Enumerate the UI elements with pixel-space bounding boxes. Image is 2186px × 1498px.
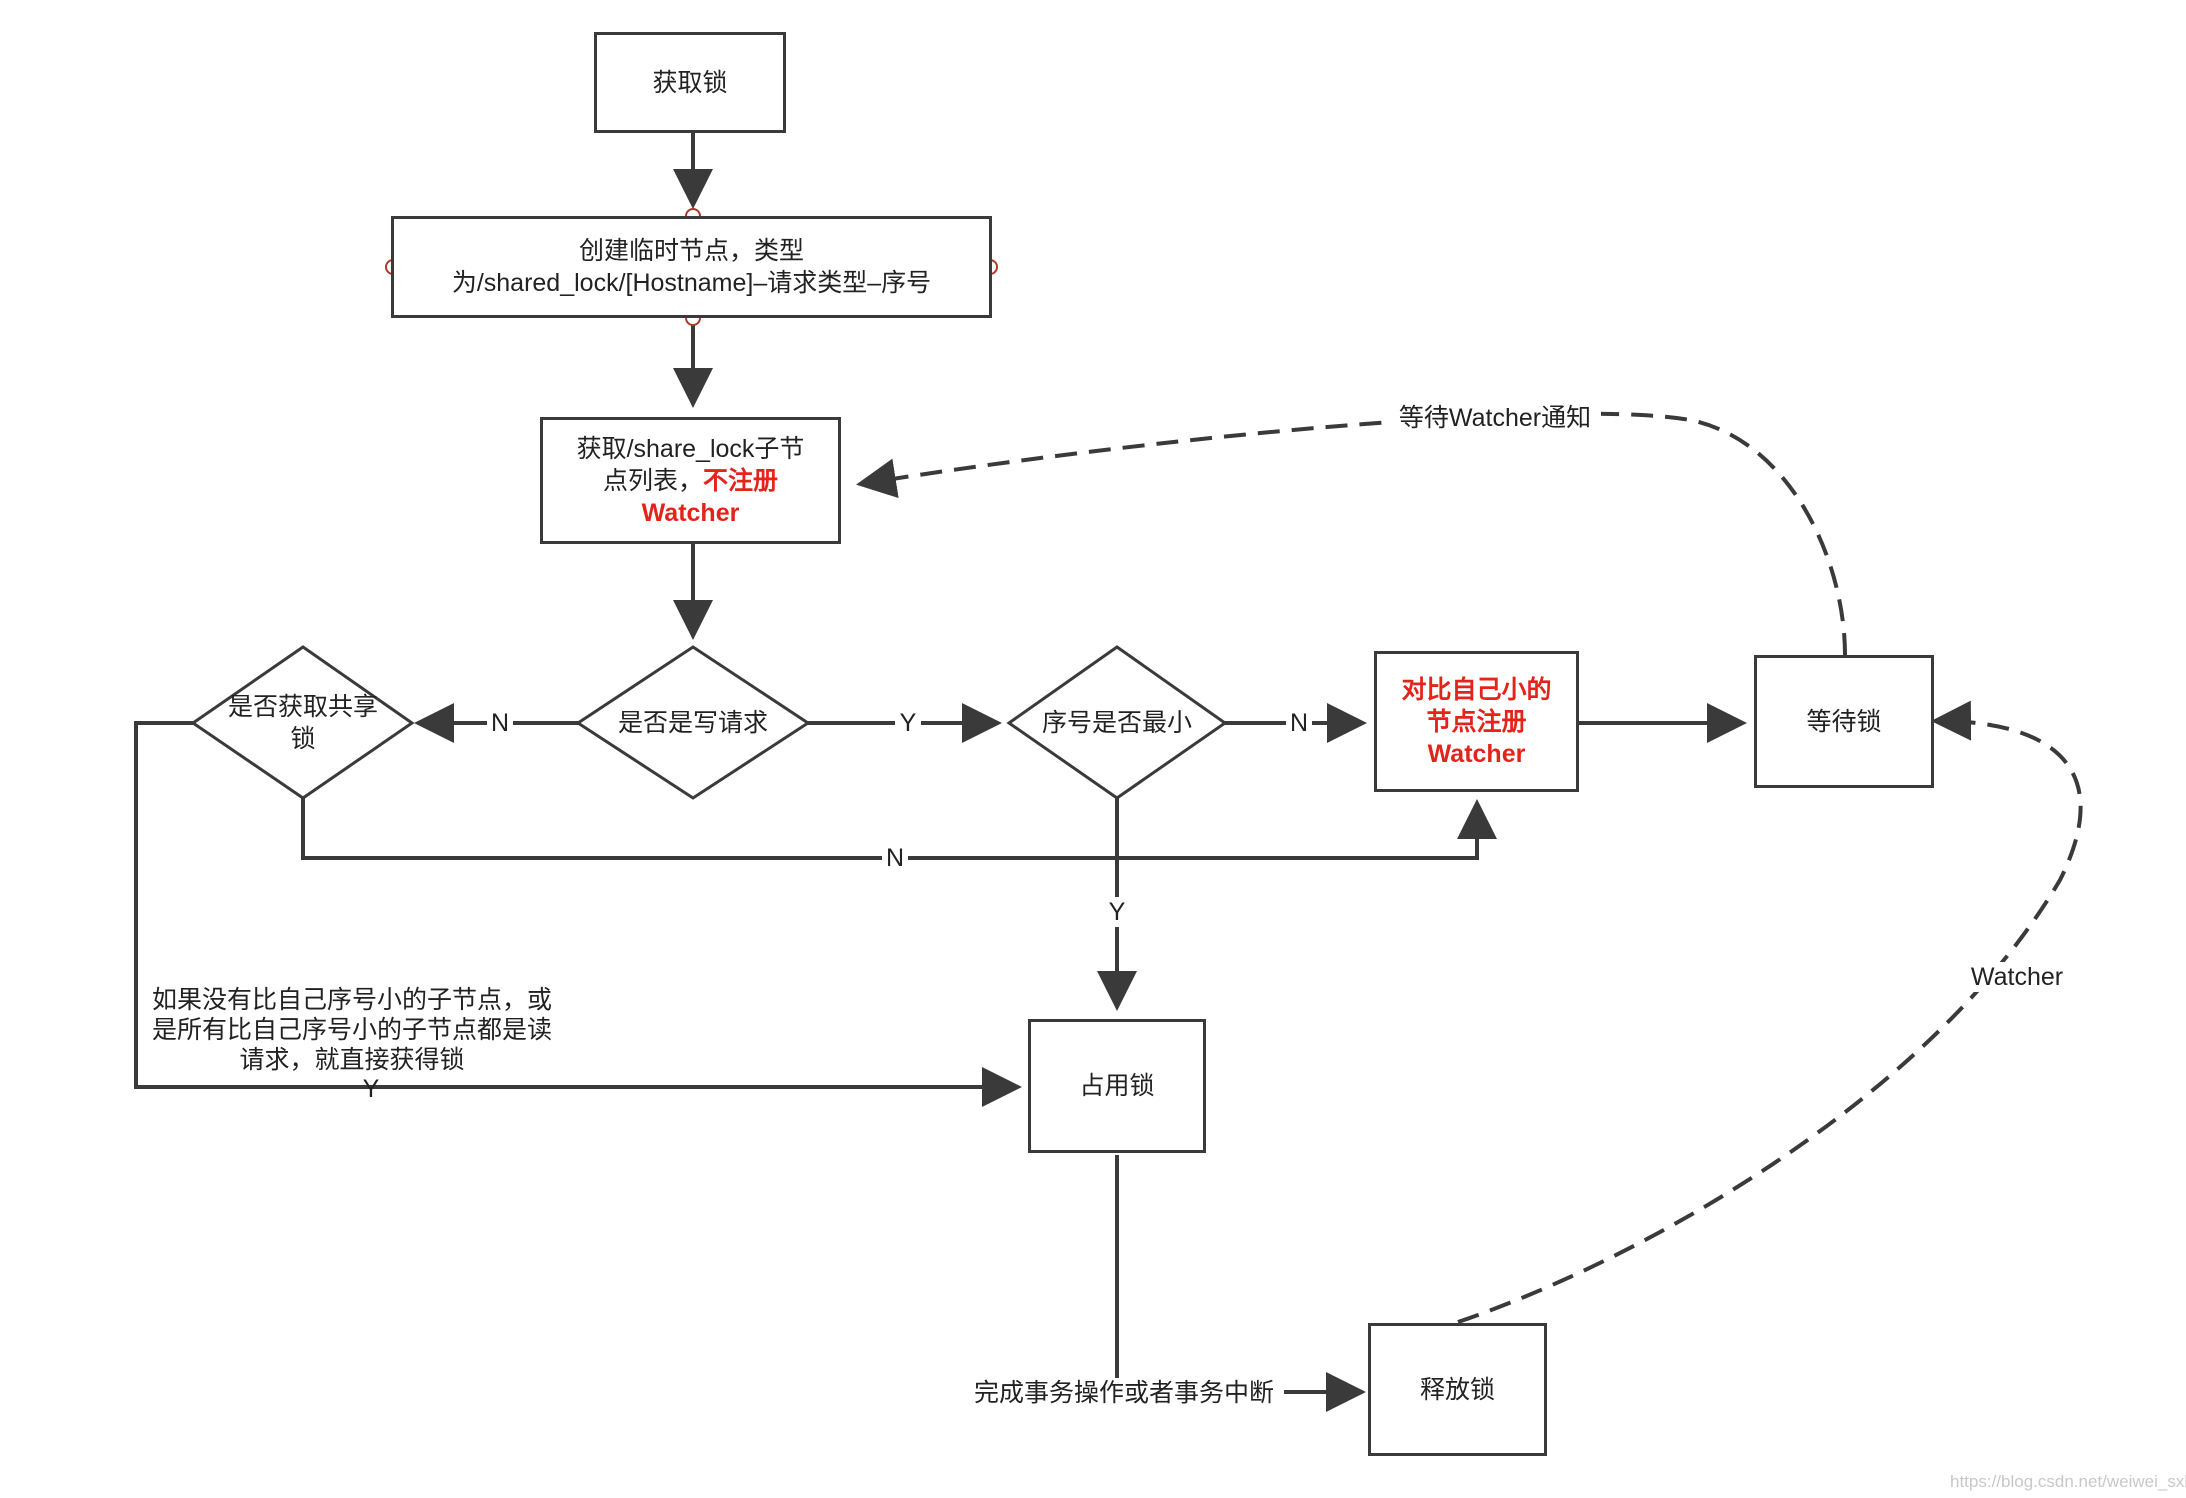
node-hold-lock: 占用锁 bbox=[1028, 1019, 1206, 1153]
node-release-lock-label: 释放锁 bbox=[1419, 1375, 1495, 1404]
label-read-note-line2: 是所有比自己序号小的子节点都是读 bbox=[151, 1016, 552, 1044]
decision-write-label: 是否是写请求 bbox=[617, 709, 768, 737]
node-register-line1: 对比自己小的 bbox=[1401, 675, 1552, 704]
label-watcher: Watcher bbox=[1962, 962, 2072, 992]
node-register-watcher: 对比自己小的 节点注册 Watcher bbox=[1374, 651, 1579, 792]
label-read-note-line3: 请求，就直接获得锁 bbox=[239, 1046, 465, 1074]
label-write-no: N bbox=[487, 708, 513, 738]
node-wait-lock: 等待锁 bbox=[1754, 655, 1934, 788]
node-get-children-line2: 点列表， bbox=[602, 466, 703, 495]
label-write-yes: Y bbox=[895, 708, 921, 738]
decision-is-smallest bbox=[1006, 645, 1228, 800]
decision-is-write-request bbox=[575, 645, 811, 800]
watermark: https://blog.csdn.net/weiwei_sxk bbox=[1950, 1472, 2186, 1491]
label-shared-yes: Y bbox=[362, 1075, 380, 1103]
decision-is-shared-lock bbox=[190, 645, 415, 800]
no-register-highlight: 不注册 bbox=[702, 466, 778, 495]
edge-release-watcher-dashed bbox=[1457, 700, 2083, 1324]
label-wait-notify: 等待Watcher通知 bbox=[1389, 403, 1601, 433]
decision-smallest-label: 序号是否最小 bbox=[1041, 709, 1192, 737]
node-register-line2: 节点注册 bbox=[1426, 707, 1527, 736]
edge-shared-to-hold-y bbox=[134, 721, 1022, 1107]
edge-hold-to-release bbox=[1115, 1155, 1366, 1412]
node-create-line1: 创建临时节点，类型 bbox=[578, 237, 804, 265]
node-create-ephemeral: 创建临时节点，类型 为/shared_lock/[Hostname]–请求类型–… bbox=[391, 216, 992, 318]
node-create-line2: 为/shared_lock/[Hostname]–请求类型–序号 bbox=[451, 269, 932, 297]
node-get-children-line1: 获取/share_lock子节 bbox=[576, 434, 805, 463]
node-hold-lock-label: 占用锁 bbox=[1079, 1072, 1155, 1100]
node-wait-lock-label: 等待锁 bbox=[1806, 707, 1882, 736]
label-read-note: 如果没有比自己序号小的子节点，或 是所有比自己序号小的子节点都是读 请求，就直接… bbox=[142, 985, 562, 1075]
label-smallest-yes: Y bbox=[1104, 897, 1130, 927]
label-shared-no: N bbox=[882, 843, 908, 873]
node-get-children: 获取/share_lock子节 点列表，不注册 Watcher bbox=[540, 417, 841, 544]
label-smallest-no: N bbox=[1286, 708, 1312, 738]
label-read-note-line1: 如果没有比自己序号小的子节点，或 bbox=[151, 986, 552, 1014]
node-acquire-lock-label: 获取锁 bbox=[652, 68, 728, 97]
node-register-line3: Watcher bbox=[1427, 739, 1526, 768]
node-acquire-lock: 获取锁 bbox=[594, 32, 786, 133]
decision-shared-label: 是否获取共享 锁 bbox=[227, 693, 378, 753]
edge-wait-notify-dashed bbox=[856, 411, 1847, 656]
watcher-highlight: Watcher bbox=[641, 498, 740, 527]
label-finish: 完成事务操作或者事务中断 bbox=[964, 1378, 1284, 1408]
node-release-lock: 释放锁 bbox=[1368, 1323, 1547, 1456]
